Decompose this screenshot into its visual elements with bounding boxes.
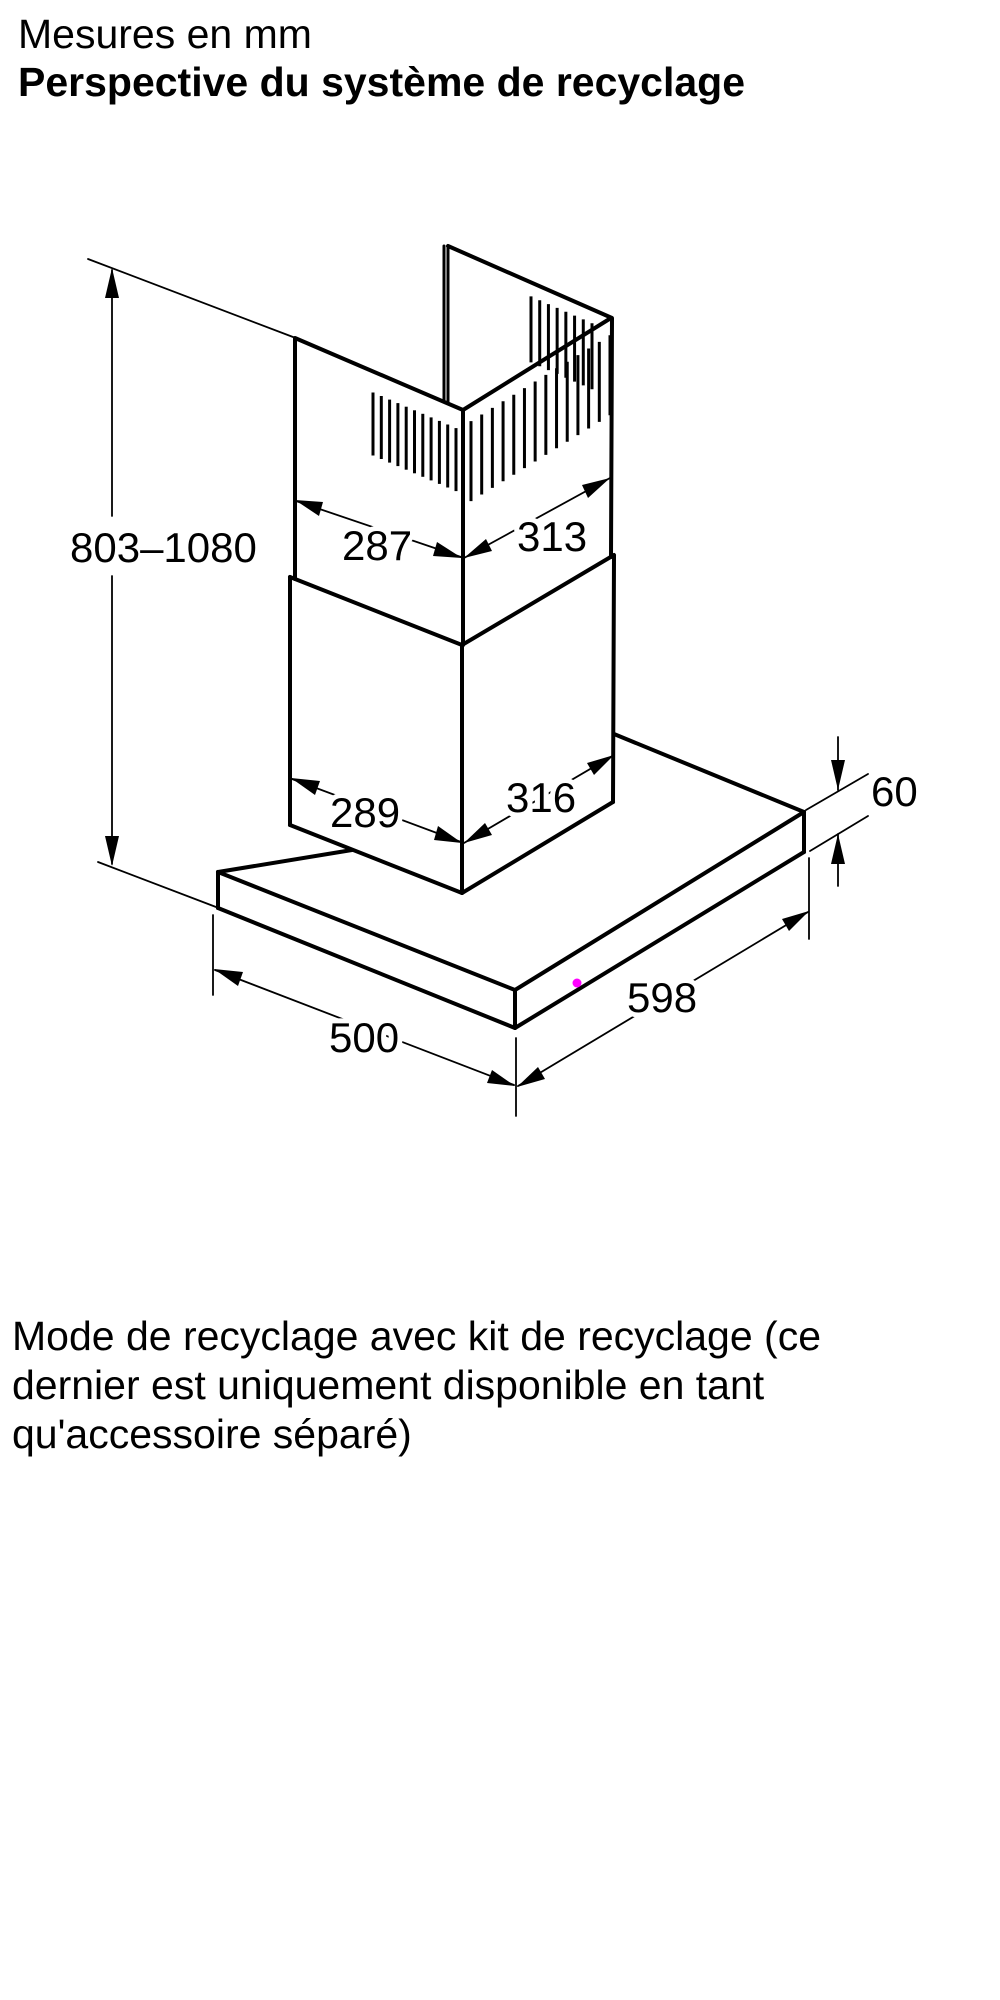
dim-label-lower-front-width: 289 [330, 789, 400, 836]
dimension-lower-side-depth: 316 [463, 754, 615, 844]
page-title: Perspective du système de recyclage [18, 59, 746, 105]
dim-label-canopy-depth: 500 [329, 1014, 399, 1061]
chimney-upper-section [293, 244, 614, 647]
caption-line: dernier est uniquement disponible en tan… [12, 1362, 765, 1408]
dimension-height-range: 803–1080 [65, 258, 294, 908]
dimension-canopy-depth: 500 [212, 914, 517, 1117]
dim-label-upper-side-depth: 313 [517, 513, 587, 560]
dim-label-canopy-width: 598 [627, 974, 697, 1021]
vent-slots-front-right [469, 335, 612, 502]
dim-label-upper-front-width: 287 [342, 522, 412, 569]
base-bottom-front-edges [216, 850, 806, 1030]
chimney-lower-section [288, 553, 616, 895]
dim-label-canopy-height: 60 [871, 768, 918, 815]
dimension-upper-side-depth: 313 [463, 477, 611, 565]
lower-bottom-rim [288, 800, 615, 895]
canopy-base [216, 732, 806, 1030]
caption-line: Mode de recyclage avec kit de recyclage … [12, 1313, 822, 1359]
lower-right-edge [611, 554, 616, 804]
dimension-upper-front-width: 287 [295, 500, 462, 574]
dim-label-lower-side-depth: 316 [506, 774, 576, 821]
base-top-front-edges [216, 810, 806, 992]
dimension-canopy-width: 598 [517, 857, 810, 1087]
base-top-back-right-edge [612, 732, 806, 814]
arrowhead-down [105, 836, 119, 866]
recycling-system-perspective-diagram: 803–1080 287 313 289 316 60 [65, 244, 923, 1117]
title-block: Mesures en mm Perspective du système de … [18, 10, 745, 106]
units-note: Mesures en mm [18, 11, 312, 57]
caption-recirculation-note: Mode de recyclage avec kit de recyclage … [12, 1312, 987, 1459]
upper-front-right-top-edge [461, 316, 613, 412]
arrowhead-up [105, 268, 119, 298]
dimension-lower-front-width: 289 [291, 778, 462, 843]
dimension-canopy-height: 60 [805, 736, 923, 887]
base-top-back-left-edge [216, 848, 354, 874]
vent-slots-rear-panel [529, 296, 594, 390]
vent-slots-front-left [371, 392, 458, 492]
front-panel-marker-dot [572, 978, 582, 988]
caption-line: qu'accessoire séparé) [12, 1411, 412, 1457]
upper-front-left-face [293, 336, 465, 581]
dim-label-height-range: 803–1080 [70, 524, 257, 571]
section-joint-rim [288, 553, 616, 647]
